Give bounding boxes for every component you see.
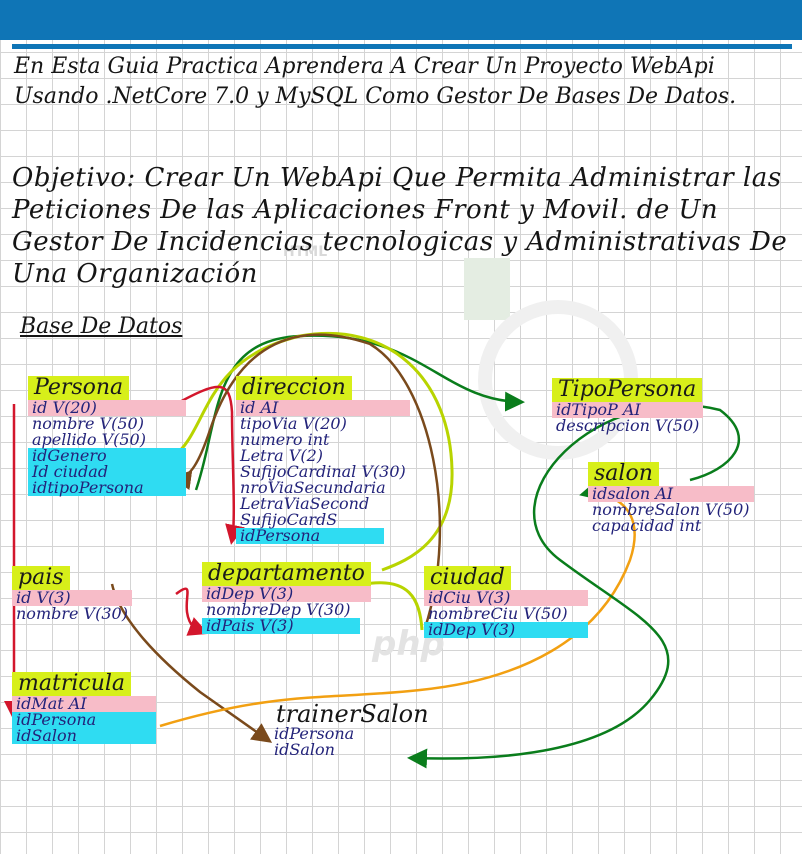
field-row: idCiu V(3) [424,590,588,606]
entity-name: direccion [236,376,352,400]
field-row: idPais V(3) [202,618,360,634]
salon-trainer-link [407,404,741,769]
field-row: idDep V(3) [202,586,371,602]
field-row: idSalon [274,740,335,759]
entity-matricula: matricula idMat AI idPersona idSalon [12,672,156,744]
entity-name: TipoPersona [552,378,703,402]
field-row: numero int [240,430,330,449]
entity-name: ciudad [424,566,511,590]
field-row: SufijoCardS [240,510,338,529]
ciudad-persona-link [171,333,442,629]
field-row: descripcion V(50) [556,416,700,435]
entity-salon: salon idsalon AI nombreSalon V(50) capac… [588,462,754,534]
matricula-salon-link [159,480,636,728]
entity-persona: Persona id V(20) nombre V(50) apellido V… [28,376,186,496]
entity-pais: pais id V(3) nombre V(30) [12,566,132,622]
field-row: idGenero [28,448,186,464]
persona-direccion-link-2 [175,385,245,545]
persona-direccion-link [171,331,454,572]
entity-name: matricula [12,672,132,696]
intro-text: En Esta Guia Practica Aprendera A Crear … [14,54,737,109]
field-row: idTipoP AI [552,402,704,418]
js-watermark [464,258,510,320]
field-row: id V(3) [12,590,132,606]
field-row: id V(20) [28,400,186,416]
field-row: nombreSalon V(50) [592,500,750,519]
html5-watermark: HTML [283,244,328,260]
entity-name: trainerSalon [276,700,429,728]
objective-text: Objetivo: Crear Un WebApi Que Permita Ad… [12,163,788,289]
field-row: id AI [236,400,410,416]
field-row: idPersona [274,724,355,743]
field-row: apellido V(50) [32,430,146,449]
field-row: idPersona [236,528,384,544]
header-bar [0,0,802,40]
field-row: nroViaSecundaria [240,478,386,497]
field-row: Id ciudad [28,464,186,480]
field-row: idtipoPersona [28,480,186,496]
field-row: idSalon [12,728,156,744]
entity-name: salon [588,462,659,486]
field-row: capacidad int [592,516,702,535]
field-row: nombreCiu V(50) [428,604,568,623]
field-row: tipoVia V(20) [240,414,347,433]
entity-departamento: departamento idDep V(3) nombreDep V(30) … [202,562,371,634]
entity-ciudad: ciudad idCiu V(3) nombreCiu V(50) idDep … [424,566,588,638]
field-row: idDep V(3) [424,622,588,638]
field-row: nombre V(50) [32,414,144,433]
field-row: LetraViaSecond [240,494,370,513]
database-title: Base De Datos [20,314,183,339]
entity-tipopersona: TipoPersona idTipoP AI descripcion V(50) [552,378,704,435]
header-underline [12,44,792,49]
field-row: nombreDep V(30) [206,600,351,619]
field-row: idsalon AI [588,486,754,502]
entity-name: Persona [28,376,130,400]
entity-trainersalon: trainerSalon idPersona idSalon [270,702,435,758]
field-row: SufijoCardinal V(30) [240,462,406,481]
entity-name: departamento [202,562,371,586]
entity-direccion: direccion id AI tipoVia V(20) numero int… [236,376,410,544]
entity-name: pais [12,566,70,590]
pais-departamento-link [175,587,209,636]
field-row: idPersona [12,712,156,728]
field-row: Letra V(2) [240,446,324,465]
field-row: idMat AI [12,696,156,712]
departamento-ciudad-link [359,581,424,631]
field-row: nombre V(30) [16,604,128,623]
